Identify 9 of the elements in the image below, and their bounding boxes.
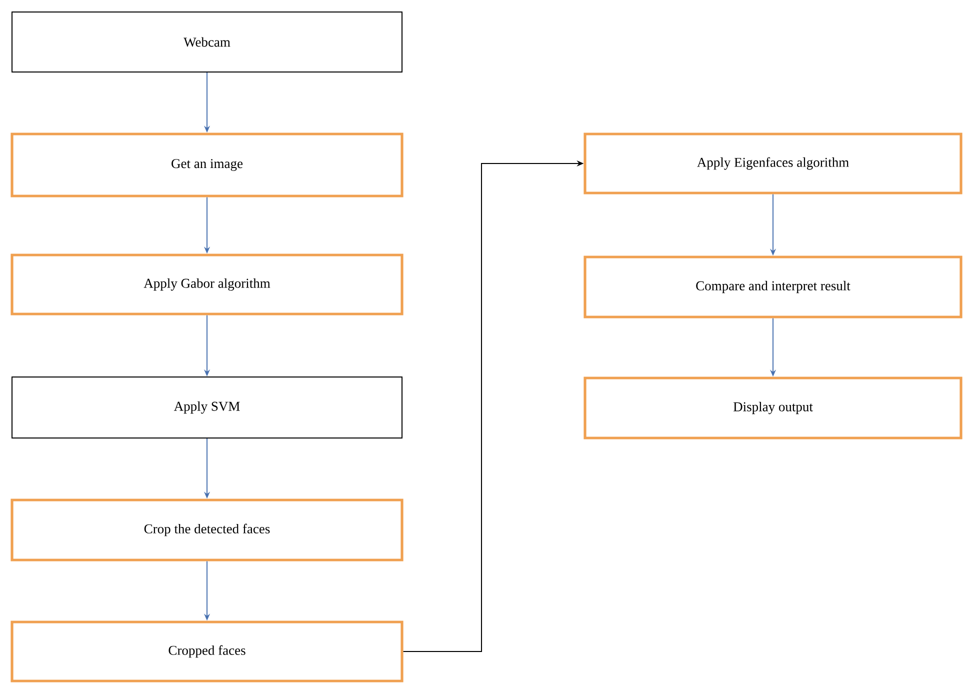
process-box: Apply SVM	[12, 376, 402, 438]
process-box: Webcam	[12, 12, 402, 72]
process-box: Apply Gabor algorithm	[10, 254, 404, 316]
process-box: Apply Eigenfaces algorithm	[584, 132, 962, 194]
process-box: Display output	[584, 376, 962, 440]
process-box: Cropped faces	[10, 620, 404, 682]
process-box: Crop the detected faces	[10, 498, 404, 562]
process-box: Compare and interpret result	[584, 256, 962, 318]
process-box: Get an image	[10, 132, 404, 198]
